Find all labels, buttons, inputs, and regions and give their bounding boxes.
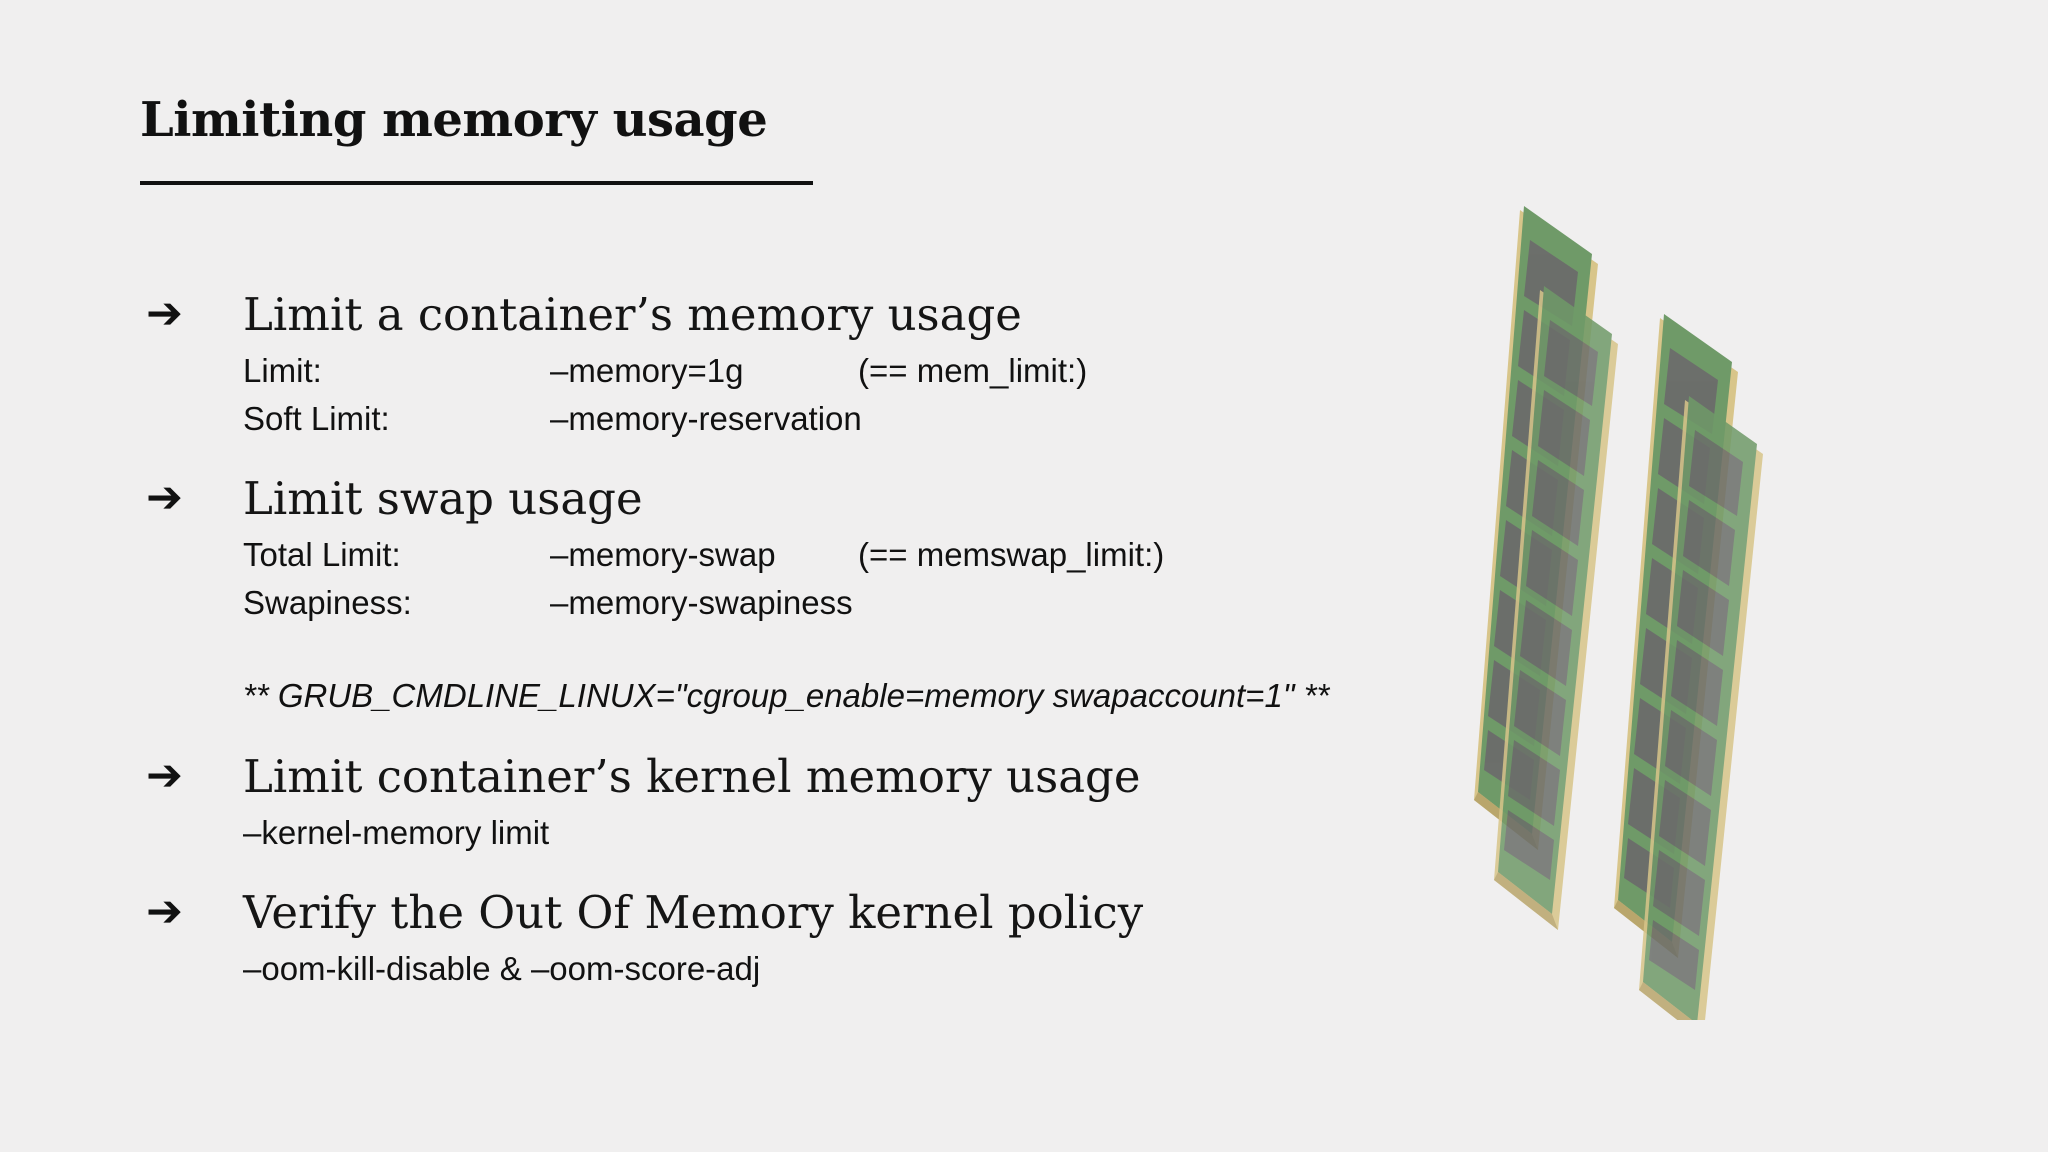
detail-oom-flags: –oom-kill-disable & –oom-score-adj: [243, 950, 761, 987]
title-underline: [140, 181, 813, 185]
grub-note: ** GRUB_CMDLINE_LINUX="cgroup_enable=mem…: [243, 677, 1330, 714]
row-label-soft-limit: Soft Limit:: [243, 400, 390, 437]
row-label-limit: Limit:: [243, 352, 322, 389]
row-alias-mem-limit: (== mem_limit:): [858, 352, 1088, 389]
row-label-swapiness: Swapiness:: [243, 584, 412, 621]
bullet-arrow-icon: ➔: [146, 472, 183, 523]
section-heading-kernel: Limit container’s kernel memory usage: [243, 750, 1141, 803]
bullet-arrow-icon: ➔: [146, 288, 183, 339]
row-label-total-limit: Total Limit:: [243, 536, 401, 573]
ram-modules-image: [1474, 206, 1763, 1020]
section-heading-swap: Limit swap usage: [243, 472, 643, 525]
slide-title: Limiting memory usage: [140, 92, 768, 148]
row-alias-memswap-limit: (== memswap_limit:): [858, 536, 1165, 573]
detail-kernel-memory: –kernel-memory limit: [243, 814, 550, 851]
row-flag-memory-swap: –memory-swap: [550, 536, 776, 573]
section-heading-oom: Verify the Out Of Memory kernel policy: [243, 886, 1144, 939]
section-heading-memory: Limit a container’s memory usage: [243, 288, 1022, 341]
bullet-arrow-icon: ➔: [146, 750, 183, 801]
row-flag-memory-swapiness: –memory-swapiness: [550, 584, 853, 621]
row-flag-memory: –memory=1g: [550, 352, 744, 389]
row-flag-memory-reservation: –memory-reservation: [550, 400, 862, 437]
bullet-arrow-icon: ➔: [146, 886, 183, 937]
